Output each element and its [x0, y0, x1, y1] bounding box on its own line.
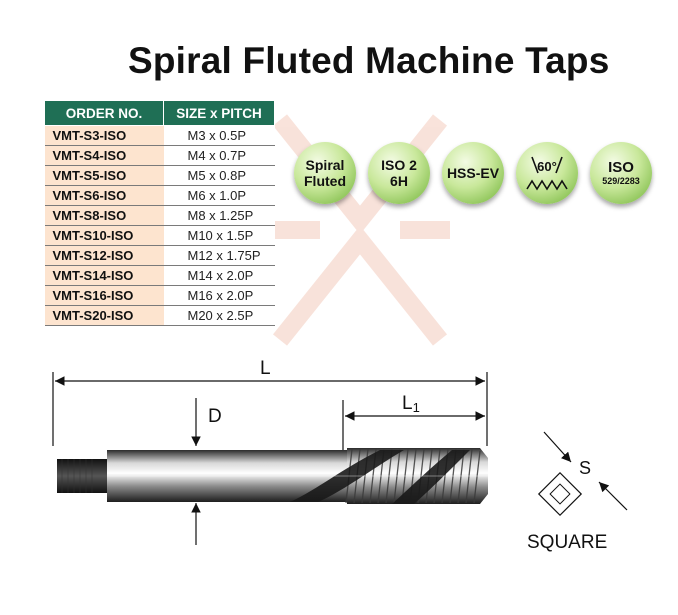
size-pitch-cell: M12 x 1.75P: [163, 245, 275, 266]
tap-threads: [347, 448, 488, 504]
square-caption: SQUARE: [527, 532, 607, 553]
order-no-cell: VMT-S16-ISO: [44, 285, 164, 306]
order-no-cell: VMT-S14-ISO: [44, 265, 164, 286]
order-no-cell: VMT-S6-ISO: [44, 185, 164, 206]
order-no-cell: VMT-S8-ISO: [44, 205, 164, 226]
order-no-cell: VMT-S4-ISO: [44, 145, 164, 166]
dim-S-label: S: [579, 458, 591, 478]
size-pitch-cell: M10 x 1.5P: [163, 225, 275, 246]
page-title: Spiral Fluted Machine Taps: [128, 40, 610, 81]
badge-iso2-line1: ISO 2: [381, 157, 417, 173]
size-pitch-cell: M20 x 2.5P: [163, 305, 275, 326]
watermark-logo: [270, 114, 450, 346]
badge-spiral-line2: Fluted: [304, 173, 346, 189]
badge-hss-ev: HSS-EV: [442, 142, 504, 204]
size-pitch-cell: M6 x 1.0P: [163, 185, 275, 206]
thread-angle-icon: 60°: [526, 156, 568, 191]
size-pitch-cell: M3 x 0.5P: [163, 125, 275, 146]
size-pitch-cell: M8 x 1.25P: [163, 205, 275, 226]
square-detail-outline: [537, 471, 583, 517]
tap-square-end: [57, 459, 109, 493]
order-no-cell: VMT-S10-ISO: [44, 225, 164, 246]
size-pitch-cell: M4 x 0.7P: [163, 145, 275, 166]
badge-hss-label: HSS-EV: [446, 165, 500, 181]
size-pitch-cell: M16 x 2.0P: [163, 285, 275, 306]
size-pitch-cell: M5 x 0.8P: [163, 165, 275, 186]
badge-iso-line1: ISO: [608, 158, 634, 176]
order-no-cell: VMT-S3-ISO: [44, 125, 164, 146]
badge-spiral-line1: Spiral: [305, 157, 345, 173]
order-no-cell: VMT-S5-ISO: [44, 165, 164, 186]
order-no-cell: VMT-S20-ISO: [44, 305, 164, 326]
header-order-no: ORDER NO.: [44, 100, 164, 126]
table-header-row: ORDER NO. SIZE x PITCH: [44, 100, 275, 126]
badge-thread-angle: 60°: [516, 142, 578, 204]
dim-L-label: L: [260, 358, 271, 379]
thread-angle-label: 60°: [537, 159, 557, 174]
size-pitch-cell: M14 x 2.0P: [163, 265, 275, 286]
dim-L1-label: L1: [402, 393, 420, 415]
badge-iso2-line2: 6H: [390, 173, 408, 189]
tap-shank: [107, 450, 347, 502]
badge-iso-line2: 529/2283: [602, 175, 640, 186]
dim-D-label: D: [208, 406, 222, 427]
header-size-pitch: SIZE x PITCH: [163, 100, 275, 126]
order-no-cell: VMT-S12-ISO: [44, 245, 164, 266]
